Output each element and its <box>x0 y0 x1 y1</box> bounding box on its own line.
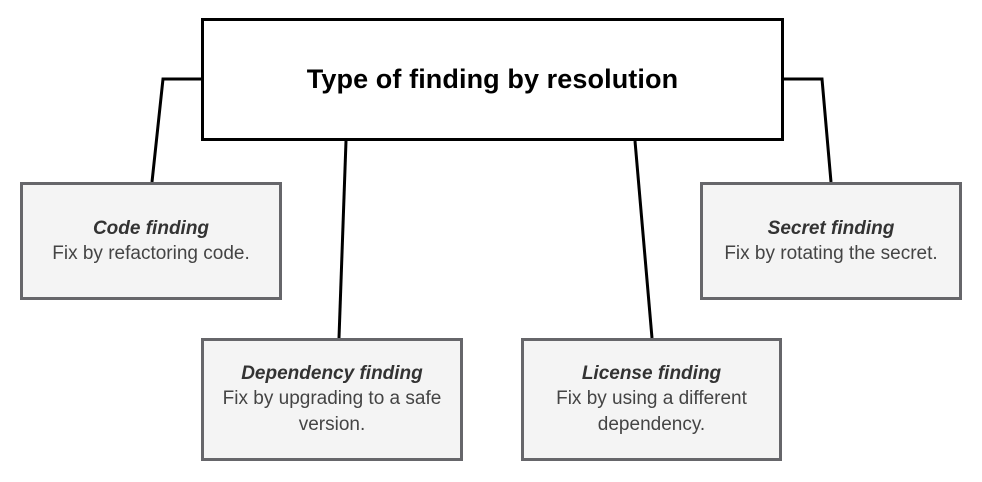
node-code-finding[interactable]: Code finding Fix by refactoring code. <box>20 182 282 300</box>
node-license-finding[interactable]: License finding Fix by using a different… <box>521 338 782 461</box>
dependency-finding-title: Dependency finding <box>241 363 423 384</box>
code-finding-description: Fix by refactoring code. <box>52 242 250 264</box>
connector-root-to-code-finding <box>150 77 201 183</box>
license-finding-description: Fix by using a different dependency. <box>556 388 747 435</box>
node-root-type-of-finding[interactable]: Type of finding by resolution <box>201 18 784 141</box>
license-finding-title: License finding <box>581 363 722 384</box>
root-node-title: Type of finding by resolution <box>306 64 679 94</box>
node-dependency-finding[interactable]: Dependency finding Fix by upgrading to a… <box>201 338 463 461</box>
secret-finding-description: Fix by rotating the secret. <box>724 242 938 264</box>
connector-root-to-license-finding <box>633 140 654 339</box>
dependency-finding-description: Fix by upgrading to a safe version. <box>222 388 442 435</box>
code-finding-title: Code finding <box>92 217 210 239</box>
connector-root-to-secret-finding <box>784 77 833 183</box>
secret-finding-title: Secret finding <box>767 217 895 239</box>
node-secret-finding[interactable]: Secret finding Fix by rotating the secre… <box>700 182 962 300</box>
connector-root-to-dependency-finding <box>337 140 348 339</box>
